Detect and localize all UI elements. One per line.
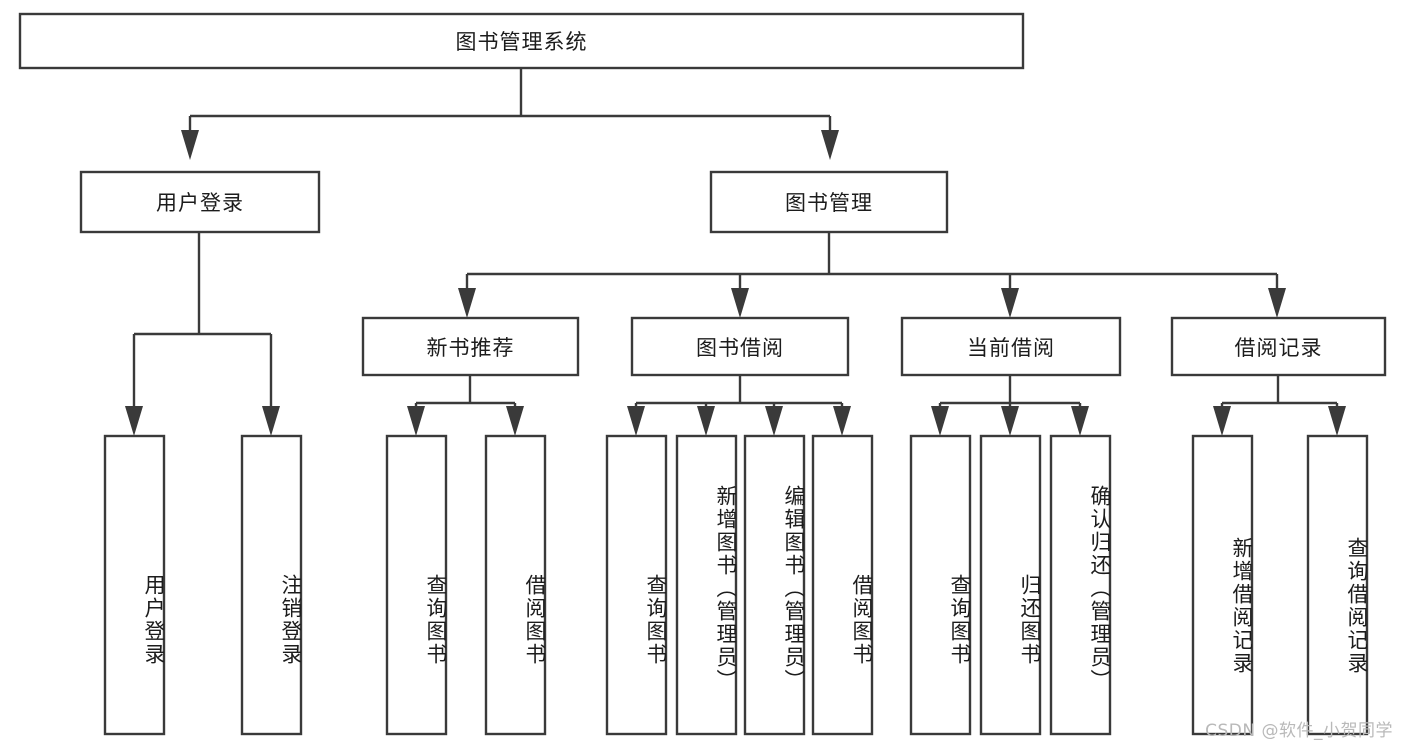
arrow-head-leaf-book-borrow-2 [697,406,715,436]
arrow-head-leaf-current-borrow-1 [931,406,949,436]
node-box-leaf-new-book-2[interactable] [484,434,547,736]
node-box-leaf-current-borrow-1[interactable] [909,434,972,736]
arrow-head-to-book-borrow [731,288,749,318]
node-box-leaf-book-borrow-2[interactable] [675,434,738,736]
node-box-leaf-user-login-1[interactable] [103,434,166,736]
arrow-head-to-new-book [458,288,476,318]
node-box-current-borrow[interactable] [900,316,1122,377]
arrow-head-to-borrow-record [1268,288,1286,318]
arrow-head-to-book-manage [821,130,839,160]
node-box-leaf-book-borrow-1[interactable] [605,434,668,736]
connector-group-new-book [407,375,524,436]
node-box-leaf-borrow-record-1[interactable] [1191,434,1254,736]
arrow-head-leaf-book-borrow-1 [627,406,645,436]
node-box-leaf-book-borrow-3[interactable] [743,434,806,736]
node-box-book-manage[interactable] [709,170,949,234]
arrow-head-leaf-book-borrow-4 [833,406,851,436]
connector-group-borrow-record [1213,375,1346,436]
node-box-user-login[interactable] [79,170,321,234]
node-box-borrow-record[interactable] [1170,316,1387,377]
connector-group-user-login [125,232,280,436]
connector-group-book-manage [458,232,1286,318]
node-box-leaf-borrow-record-2[interactable] [1306,434,1369,736]
node-box-leaf-current-borrow-2[interactable] [979,434,1042,736]
arrow-head-leaf-user-login-2 [262,406,280,436]
node-box-root[interactable] [18,12,1025,70]
arrow-head-leaf-book-borrow-3 [765,406,783,436]
node-box-leaf-current-borrow-3[interactable] [1049,434,1112,736]
connector-group-book-borrow [627,375,851,436]
node-box-book-borrow[interactable] [630,316,850,377]
arrow-head-leaf-new-book-1 [407,406,425,436]
arrow-head-to-current-borrow [1001,288,1019,318]
node-box-leaf-new-book-1[interactable] [385,434,448,736]
arrow-head-to-user-login [181,130,199,160]
node-box-new-book[interactable] [361,316,580,377]
node-box-leaf-user-login-2[interactable] [240,434,303,736]
arrow-head-leaf-user-login-1 [125,406,143,436]
connector-group-root [181,68,839,160]
arrow-head-leaf-borrow-record-2 [1328,406,1346,436]
node-box-leaf-book-borrow-4[interactable] [811,434,874,736]
arrow-head-leaf-current-borrow-2 [1001,406,1019,436]
arrow-head-leaf-current-borrow-3 [1071,406,1089,436]
arrow-head-leaf-new-book-2 [506,406,524,436]
csdn-watermark: CSDN @软件_小贺同学 [1205,721,1393,741]
arrow-head-leaf-borrow-record-1 [1213,406,1231,436]
connector-group-current-borrow [931,375,1089,436]
